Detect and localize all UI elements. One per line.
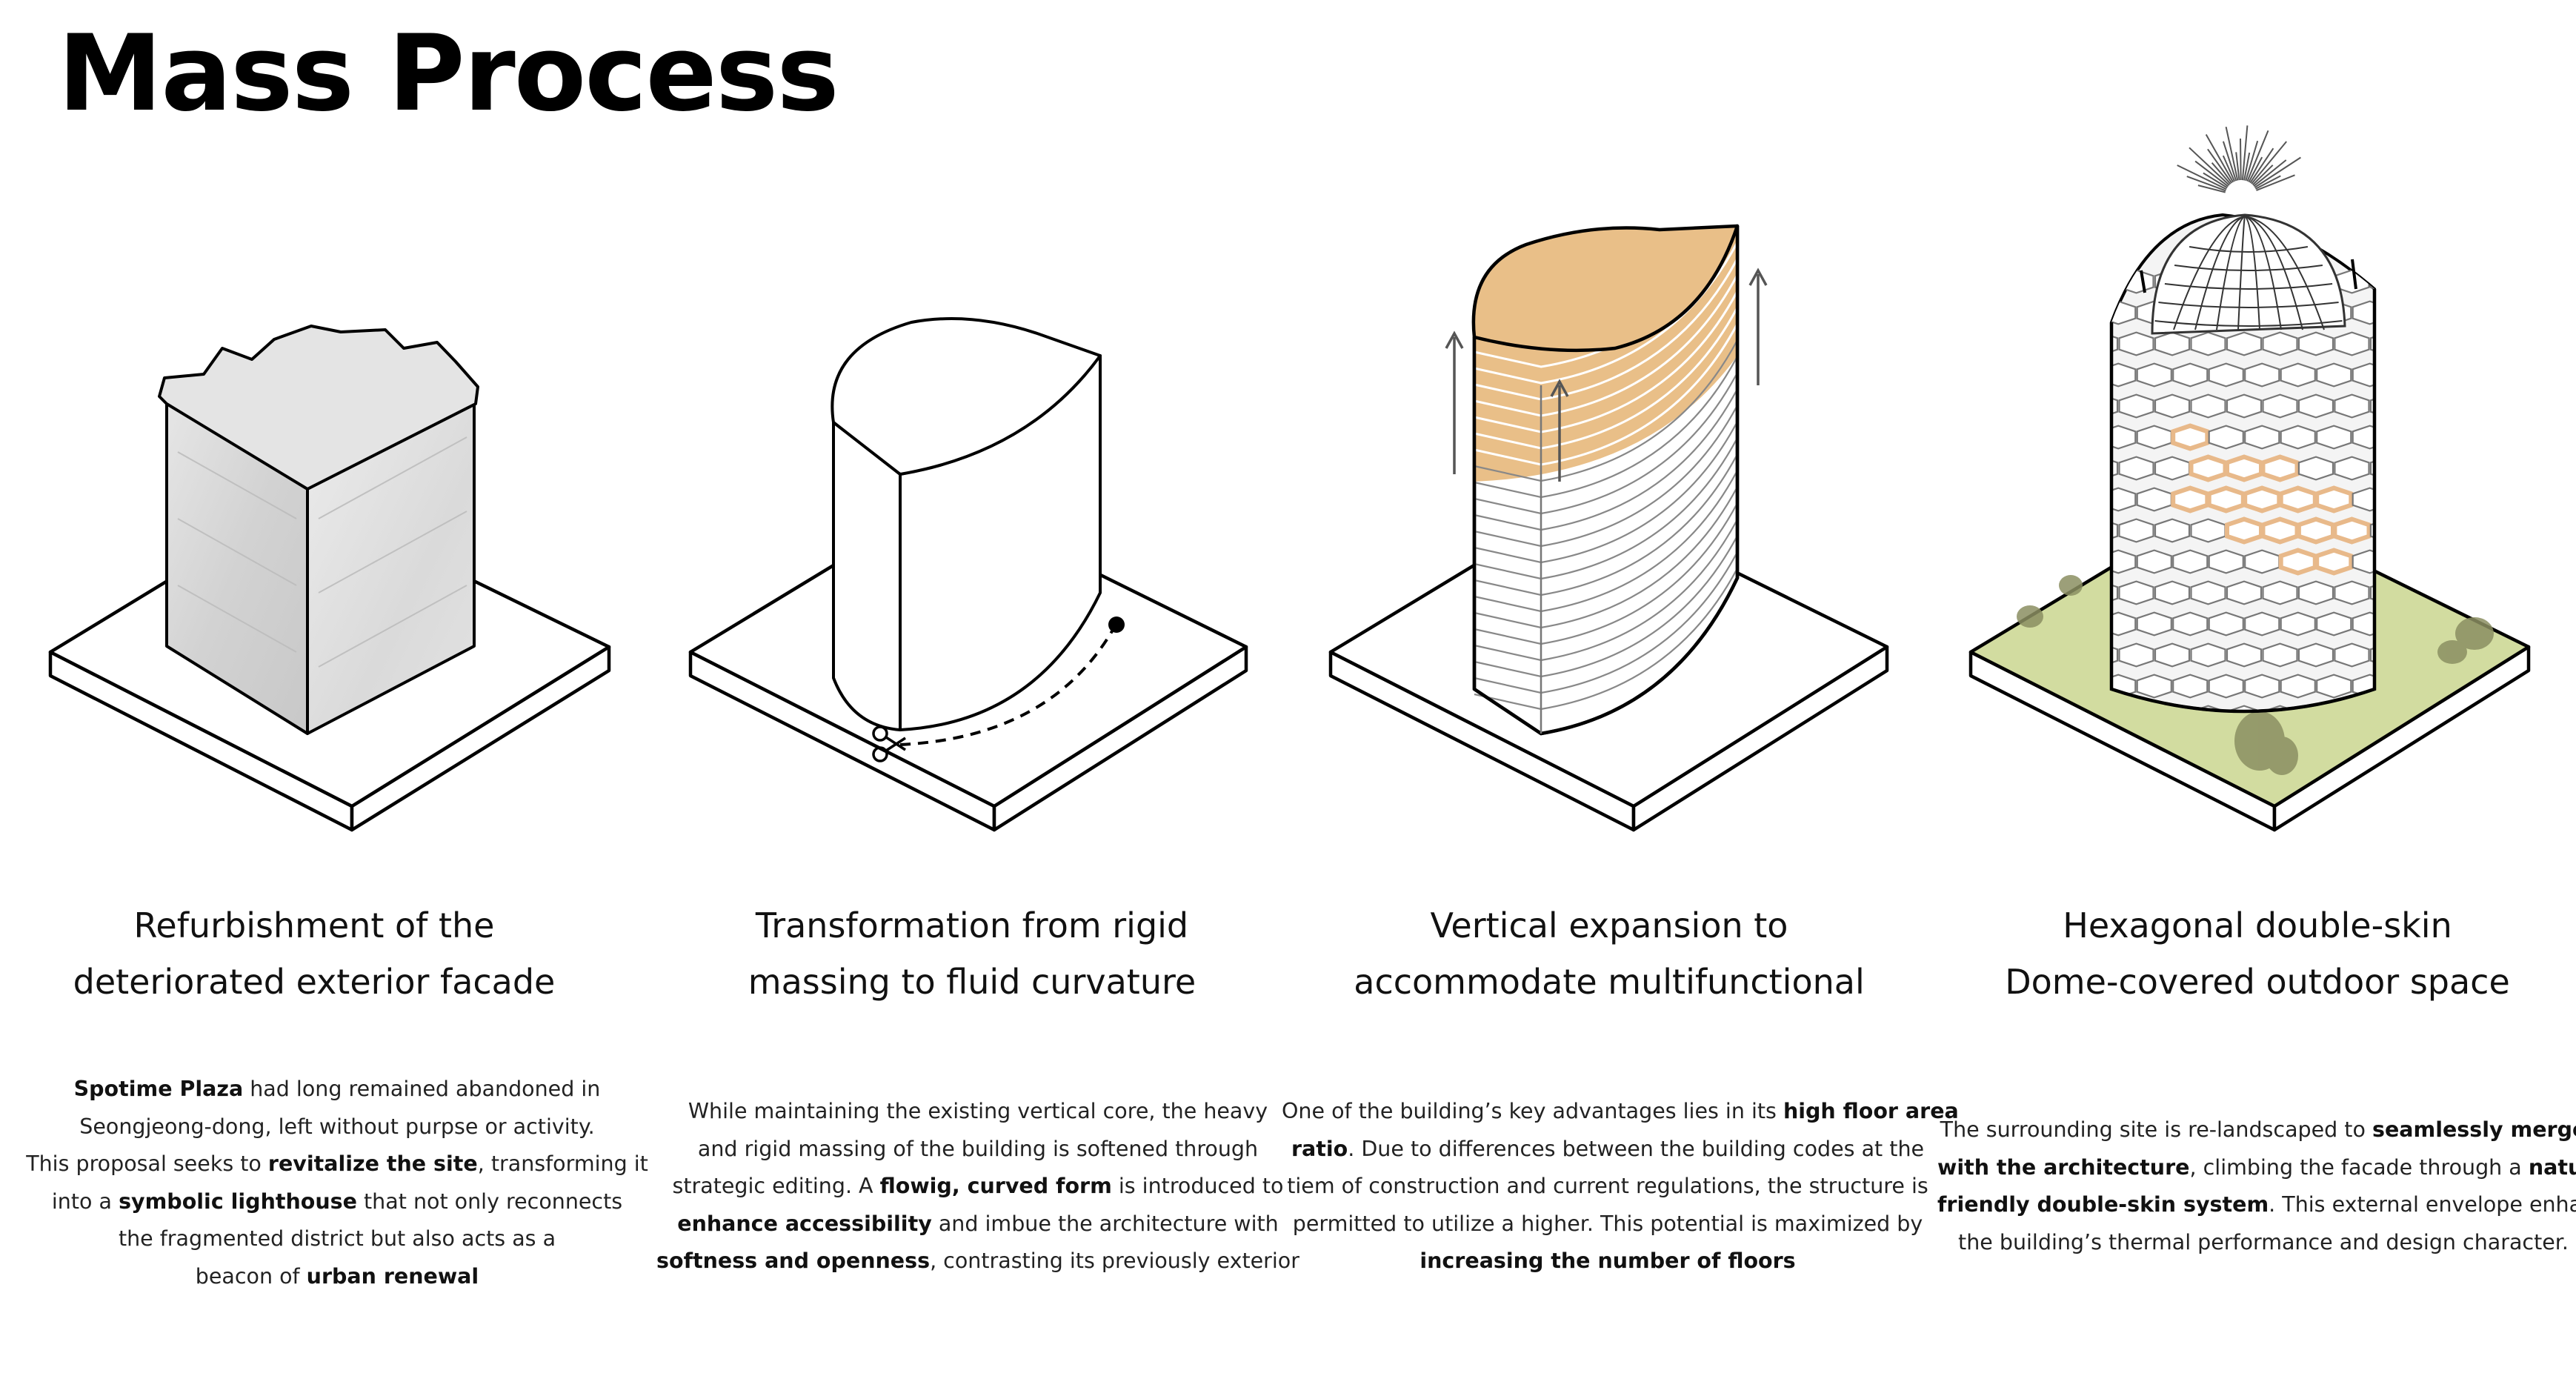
curved-mass xyxy=(831,317,1102,731)
description-line: strategic editing. A flowig, curved form… xyxy=(652,1168,1304,1206)
body-text: had long remained abandoned in xyxy=(243,1077,601,1101)
description-line: friendly double-skin system. This extern… xyxy=(1937,1186,2576,1224)
cut-line xyxy=(899,616,1125,746)
body-text: This proposal seeks to xyxy=(26,1151,268,1176)
emphasis-text: softness and openness xyxy=(656,1249,931,1273)
body-text: the fragmented district but also acts as… xyxy=(118,1226,556,1251)
expanded-mass xyxy=(1471,224,1740,736)
body-text: strategic editing. A xyxy=(672,1174,880,1198)
emphasis-text: nature- xyxy=(2528,1154,2576,1180)
body-text: that not only reconnects xyxy=(356,1189,623,1214)
description-line: into a symbolic lighthouse that not only… xyxy=(11,1183,663,1221)
body-text: Seongjeong-dong, left without purpse or … xyxy=(79,1114,595,1139)
description-line: the fragmented district but also acts as… xyxy=(11,1220,663,1258)
description-line: enhance accessibility and imbue the arch… xyxy=(652,1206,1304,1243)
step-2-heading: Transformation from rigid massing to flu… xyxy=(748,905,1197,1002)
emphasis-text: increasing the number of floors xyxy=(1420,1249,1796,1273)
body-text: is introduced to xyxy=(1111,1174,1284,1198)
description-line: This proposal seeks to revitalize the si… xyxy=(11,1146,663,1183)
emphasis-text: high floor area xyxy=(1783,1099,1959,1123)
body-text: . Due to differences between the buildin… xyxy=(1348,1136,1925,1161)
description-line: tiem of construction and current regulat… xyxy=(1282,1168,1934,1206)
emphasis-text: friendly double-skin system xyxy=(1937,1192,2269,1217)
step-4-diagram xyxy=(1968,125,2531,832)
step-3-diagram xyxy=(1328,224,1889,832)
body-text: , contrasting its previously exterior xyxy=(930,1249,1299,1273)
step-2-description: While maintaining the existing vertical … xyxy=(652,1093,1304,1280)
emphasis-text: Spotime Plaza xyxy=(73,1077,244,1101)
body-text: . This external envelope enhances xyxy=(2269,1192,2576,1217)
description-line: the building’s thermal performance and d… xyxy=(1937,1224,2576,1262)
expansion-arrows xyxy=(1445,267,1768,482)
body-text: beacon of xyxy=(195,1263,307,1289)
description-line: permitted to utilize a higher. This pote… xyxy=(1282,1206,1934,1243)
emphasis-text: revitalize the site xyxy=(267,1151,478,1176)
step-2-diagram xyxy=(688,317,1248,832)
dome xyxy=(2151,213,2346,335)
description-line: softness and openness, contrasting its p… xyxy=(652,1243,1304,1280)
description-line: with the architecture, climbing the faca… xyxy=(1937,1149,2576,1187)
rooftop-rays xyxy=(2177,125,2301,193)
emphasis-text: urban renewal xyxy=(306,1263,479,1289)
description-line: increasing the number of floors xyxy=(1282,1243,1934,1280)
emphasis-text: seamlessly merge xyxy=(2372,1117,2576,1142)
description-line: Seongjeong-dong, left without purpse or … xyxy=(11,1109,663,1146)
description-line: While maintaining the existing vertical … xyxy=(652,1093,1304,1131)
body-text: The surrounding site is re-landscaped to xyxy=(1940,1117,2372,1142)
body-text: and imbue the architecture with xyxy=(931,1211,1279,1236)
body-text: and rigid massing of the building is sof… xyxy=(697,1136,1259,1161)
step-4-description: The surrounding site is re-landscaped to… xyxy=(1937,1111,2576,1261)
emphasis-text: ratio xyxy=(1291,1136,1348,1161)
scissors-icon xyxy=(872,725,906,762)
page-title: Mass Process xyxy=(58,13,839,135)
trees xyxy=(2017,575,2494,775)
body-text: the building’s thermal performance and d… xyxy=(1958,1229,2569,1254)
body-text: into a xyxy=(51,1189,119,1214)
description-line: One of the building’s key advantages lie… xyxy=(1282,1093,1959,1131)
description-line: Spotime Plaza had long remained abandone… xyxy=(11,1071,663,1109)
step-3-heading: Vertical expansion to accommodate multif… xyxy=(1354,905,1865,1002)
body-text: , transforming it xyxy=(477,1151,648,1176)
step-1-heading: Refurbishment of the deteriorated exteri… xyxy=(73,905,556,1002)
description-line: ratio. Due to differences between the bu… xyxy=(1282,1131,1934,1169)
emphasis-text: flowig, curved form xyxy=(879,1174,1112,1198)
step-1-diagram xyxy=(48,325,611,832)
emphasis-text: enhance accessibility xyxy=(677,1211,932,1236)
description-line: and rigid massing of the building is sof… xyxy=(652,1131,1304,1169)
body-text: , climbing the facade through a xyxy=(2189,1154,2529,1180)
body-text: tiem of construction and current regulat… xyxy=(1287,1174,1928,1198)
emphasis-text: with the architecture xyxy=(1937,1154,2190,1180)
description-line: The surrounding site is re-landscaped to… xyxy=(1937,1111,2576,1149)
step-4-heading: Hexagonal double-skin Dome-covered outdo… xyxy=(2005,905,2510,1002)
step-3-description: One of the building’s key advantages lie… xyxy=(1282,1093,1959,1280)
body-text: One of the building’s key advantages lie… xyxy=(1282,1099,1783,1123)
body-text: While maintaining the existing vertical … xyxy=(688,1099,1268,1123)
body-text: permitted to utilize a higher. This pote… xyxy=(1292,1211,1923,1236)
description-line: beacon of urban renewal xyxy=(11,1258,663,1296)
emphasis-text: symbolic lighthouse xyxy=(119,1189,357,1214)
step-1-description: Spotime Plaza had long remained abandone… xyxy=(11,1071,663,1295)
